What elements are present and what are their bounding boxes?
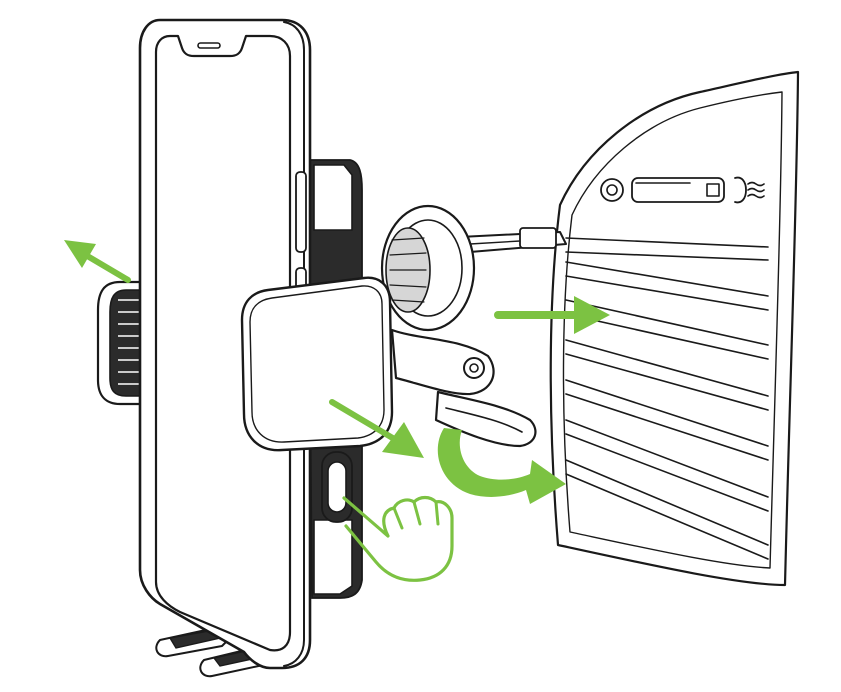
pointing-hand-icon — [342, 495, 454, 582]
vent-controls — [600, 176, 765, 204]
front-grip-pad — [240, 276, 394, 452]
vent-slats — [565, 237, 769, 560]
smartphone — [138, 18, 312, 670]
arrow-right-icon — [494, 296, 610, 334]
curved-arrow-icon — [437, 428, 566, 504]
arrow-down-right-icon — [329, 399, 424, 458]
arrow-up-left-icon — [64, 240, 131, 283]
car-air-vent — [549, 70, 800, 587]
release-button — [321, 451, 353, 523]
vent-clip-assembly — [380, 204, 567, 448]
